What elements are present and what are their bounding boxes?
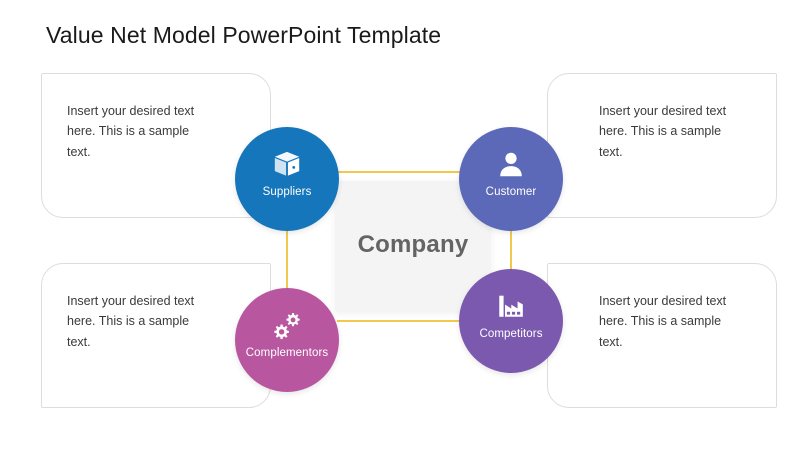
node-competitors-label: Competitors [479,328,543,340]
page-title: Value Net Model PowerPoint Template [46,22,442,48]
connector-suppliers-customer [337,171,489,173]
node-suppliers[interactable]: Suppliers [235,127,339,231]
connector-customer-competitors [510,222,512,288]
text-card-top-left-text: Insert your desired text here. This is a… [67,104,195,159]
text-card-bottom-right-text: Insert your desired text here. This is a… [599,294,727,349]
node-customer-label: Customer [485,186,537,198]
text-card-bottom-left-text: Insert your desired text here. This is a… [67,294,195,349]
connector-suppliers-complementors [286,222,288,288]
node-complementors-label: Complementors [245,347,329,359]
company-label: Company [357,231,469,258]
text-card-bottom-right[interactable]: Insert your desired text here. This is a… [547,263,777,408]
text-card-bottom-left[interactable]: Insert your desired text here. This is a… [41,263,271,408]
company-center-block[interactable]: Company [335,181,491,311]
node-competitors[interactable]: Competitors [459,269,563,373]
factory-icon [496,291,526,321]
text-card-top-right[interactable]: Insert your desired text here. This is a… [547,73,777,218]
node-suppliers-label: Suppliers [262,186,312,198]
node-complementors[interactable]: Complementors [235,288,339,392]
node-customer[interactable]: Customer [459,127,563,231]
text-card-top-left[interactable]: Insert your desired text here. This is a… [41,73,271,218]
gears-icon [272,310,302,340]
package-box-icon [272,149,302,179]
person-icon [496,149,526,179]
text-card-top-right-text: Insert your desired text here. This is a… [599,104,727,159]
connector-complementors-competitors [337,320,489,322]
